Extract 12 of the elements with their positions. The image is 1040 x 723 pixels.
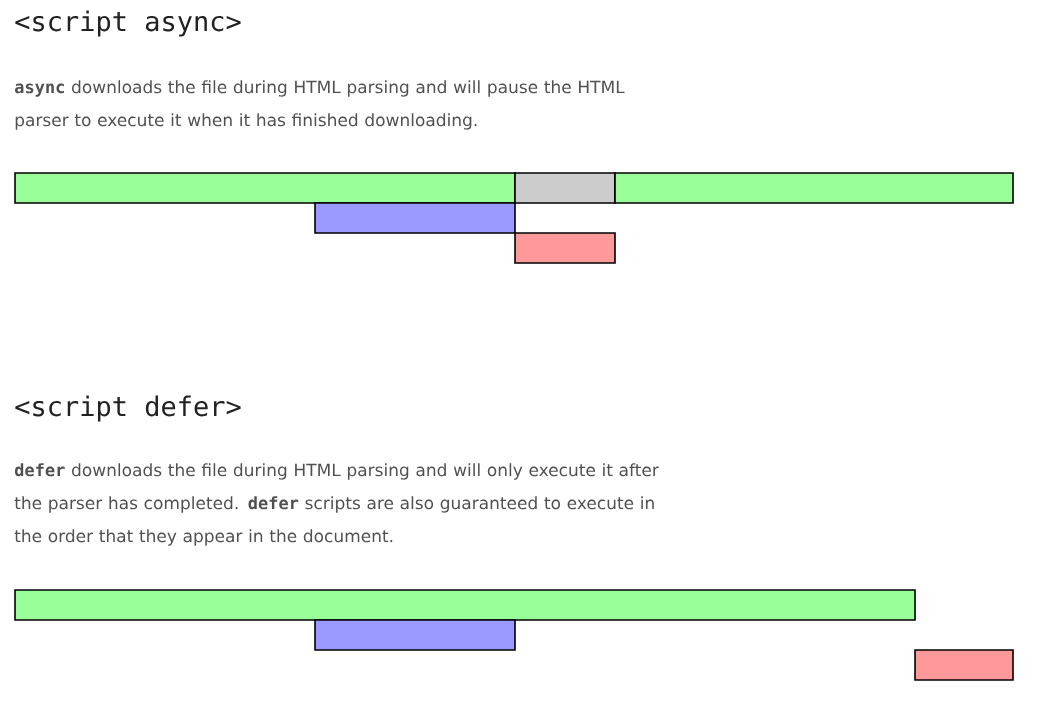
timeline-bar bbox=[314, 202, 516, 234]
heading: <script async> bbox=[15, 10, 241, 37]
heading: <script defer> bbox=[15, 395, 241, 422]
timeline-bar bbox=[14, 589, 916, 621]
timeline-bar bbox=[14, 172, 516, 204]
paragraph: defer downloads the file during HTML parsing and will only execute it after the parser has completed. defer scripts are also guaranteed to execute in the order that they appear in the document. bbox=[14, 463, 659, 546]
timeline-bar bbox=[914, 649, 1014, 681]
timeline-bar bbox=[514, 232, 616, 264]
timeline-bar bbox=[614, 172, 1014, 204]
paragraph: async downloads the file during HTML parsing and will pause the HTML parser to execute it when it has finished downloading. bbox=[15, 80, 625, 130]
timeline-bar bbox=[514, 172, 616, 204]
timeline-bar bbox=[314, 619, 516, 651]
